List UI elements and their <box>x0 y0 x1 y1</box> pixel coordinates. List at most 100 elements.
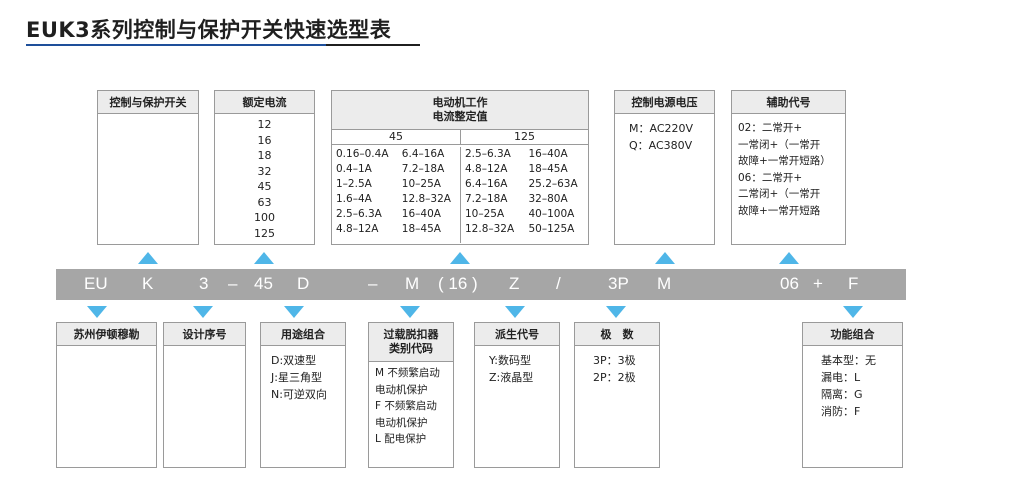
box-header: 用途组合 <box>261 323 345 346</box>
box-header-line: 过载脱扣器 <box>383 328 439 341</box>
code-dash-2: – <box>368 274 378 293</box>
usage-list: D:双速型 J:星三角型 N:可逆双向 <box>261 346 345 407</box>
motor-table-cell: 18–45A <box>528 163 568 175</box>
rated-current-list: 12 16 18 32 45 63 100 125 <box>215 114 314 245</box>
box-header: 派生代号 <box>475 323 559 346</box>
motor-subheader: 45 125 <box>332 130 588 145</box>
aux-list: 02：二常开+ 一常闭+（一常开 故障+一常开短路） 06：二常开+ 二常闭+（… <box>732 114 845 219</box>
motor-table-row: 2.5–6.3A 16–40A <box>332 207 460 222</box>
motor-table-cell: 10–25A <box>401 178 441 190</box>
motor-table-cell: 0.4–1A <box>336 163 372 175</box>
aux-line: 06：二常开+ <box>738 171 803 184</box>
motor-table-cell: 25.2–63A <box>528 178 578 190</box>
motor-table-row: 4.8–12A 18–45A <box>461 162 588 177</box>
arrow-down-icon <box>193 306 213 318</box>
arrow-down-icon <box>87 306 107 318</box>
rated-current-value: 12 <box>257 118 272 131</box>
box-overload-trip: 过载脱扣器 类别代码 M 不频繁启动 电动机保护 F 不频繁启动 电动机保护 L… <box>368 322 454 468</box>
box-control-protection-switch: 控制与保护开关 <box>97 90 199 245</box>
code-d: D <box>297 274 310 293</box>
box-maker: 苏州伊顿穆勒 <box>56 322 157 468</box>
poles-line: 3P：3极 <box>593 354 636 367</box>
arrow-down-icon <box>843 306 863 318</box>
trip-list: M 不频繁启动 电动机保护 F 不频繁启动 电动机保护 L 配电保护 <box>369 362 453 452</box>
box-header: 控制电源电压 <box>615 91 714 114</box>
aux-line: 二常闭+（一常开 <box>738 188 821 200</box>
box-derived-code: 派生代号 Y:数码型 Z:液晶型 <box>474 322 560 468</box>
arrow-up-icon <box>254 252 274 264</box>
trip-line: L 配电保护 <box>375 433 427 445</box>
subheader-45: 45 <box>332 130 461 144</box>
code-plus: + <box>813 274 823 293</box>
box-header: 额定电流 <box>215 91 314 114</box>
motor-table-cell: 1–2.5A <box>336 178 372 190</box>
box-control-voltage: 控制电源电压 M：AC220V Q：AC380V <box>614 90 715 245</box>
motor-table-cell: 40–100A <box>528 208 575 220</box>
rated-current-value: 16 <box>257 133 272 147</box>
title-underline-accent <box>26 44 326 46</box>
code-m: M <box>405 274 420 293</box>
motor-table-cell: 16–40A <box>528 148 568 160</box>
arrow-up-icon <box>450 252 470 264</box>
derived-line: Y:数码型 <box>489 354 531 367</box>
code-m2: M <box>657 274 672 293</box>
function-line: 隔离：G <box>821 388 863 401</box>
rated-current-value: 45 <box>257 180 272 193</box>
box-header: 过载脱扣器 类别代码 <box>369 323 453 362</box>
code-3: 3 <box>199 274 209 293</box>
motor-table-row: 7.2–18A 32–80A <box>461 192 588 207</box>
code-f: F <box>848 274 859 293</box>
box-header-line: 电流整定值 <box>432 110 488 123</box>
aux-line: 故障+一常开短路 <box>738 204 821 217</box>
motor-table-cell: 2.5–6.3A <box>336 208 382 220</box>
arrow-down-icon <box>606 306 626 318</box>
rated-current-value: 32 <box>257 164 272 178</box>
box-header: 控制与保护开关 <box>98 91 198 114</box>
code-dash-1: – <box>228 274 238 293</box>
arrow-up-icon <box>655 252 675 264</box>
code-slash: / <box>556 274 561 293</box>
function-line: 消防：F <box>821 405 861 418</box>
code-eu: EU <box>84 274 108 293</box>
usage-line: N:可逆双向 <box>271 388 327 401</box>
motor-table-cell: 32–80A <box>528 193 568 205</box>
derived-list: Y:数码型 Z:液晶型 <box>475 346 559 390</box>
aux-line: 一常闭+（一常开 <box>738 138 821 151</box>
code-45: 45 <box>254 274 273 293</box>
code-z: Z <box>509 274 520 293</box>
aux-line: 02：二常开+ <box>738 122 803 134</box>
rated-current-value: 100 <box>254 211 275 224</box>
voltage-list: M：AC220V Q：AC380V <box>615 114 714 158</box>
page-title: EUK3系列控制与保护开关快速选型表 <box>26 18 392 42</box>
motor-table-cell: 10–25A <box>465 208 505 220</box>
box-header-line: 电动机工作 <box>432 96 488 109</box>
arrow-down-icon <box>400 306 420 318</box>
box-header-line: 类别代码 <box>389 342 433 355</box>
box-header: 极 数 <box>575 323 659 346</box>
box-function: 功能组合 基本型：无 漏电：L 隔离：G 消防：F <box>802 322 903 468</box>
function-list: 基本型：无 漏电：L 隔离：G 消防：F <box>803 346 902 424</box>
motor-table-cell: 12.8–32A <box>401 193 451 205</box>
motor-table-cell: 4.8–12A <box>465 163 508 175</box>
function-line: 基本型：无 <box>821 354 876 367</box>
trip-line: M 不频繁启动 <box>375 367 440 379</box>
motor-table-cell: 7.2–18A <box>465 193 508 205</box>
subheader-125: 125 <box>514 130 535 143</box>
box-header: 设计序号 <box>164 323 245 346</box>
box-rated-current: 额定电流 12 16 18 32 45 63 100 125 <box>214 90 315 245</box>
model-code-bar <box>56 269 906 300</box>
trip-line: 电动机保护 <box>375 383 428 396</box>
motor-table-cell: 4.8–12A <box>336 223 379 235</box>
code-3p: 3P <box>608 274 629 293</box>
trip-line: F 不频繁启动 <box>375 400 437 412</box>
motor-table-cell: 16–40A <box>401 208 441 220</box>
motor-table-cell: 12.8–32A <box>465 223 515 235</box>
